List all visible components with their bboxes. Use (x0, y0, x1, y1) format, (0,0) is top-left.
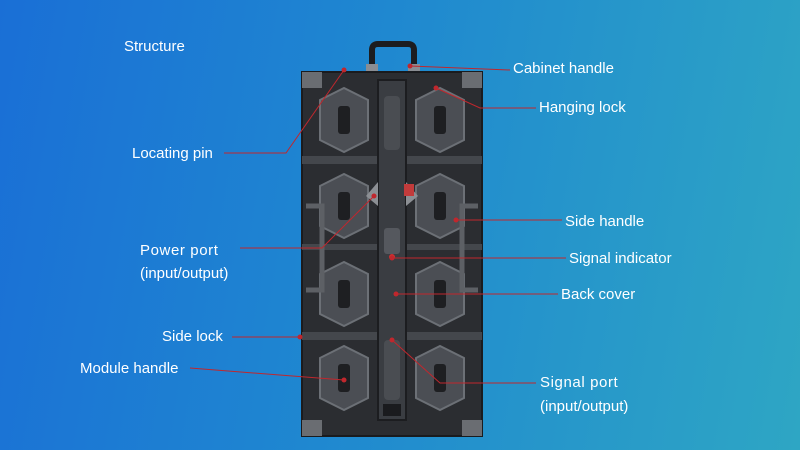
label-power-port-sub: (input/output) (140, 265, 229, 282)
label-side-lock: Side lock (162, 328, 223, 345)
diagram-title: Structure (124, 38, 185, 55)
leader-lines (189, 63, 566, 384)
label-signal-indicator: Signal indicator (569, 250, 672, 267)
label-cabinet-handle: Cabinet handle (513, 60, 614, 77)
module-handles (338, 106, 446, 392)
label-hanging-lock: Hanging lock (539, 99, 626, 116)
power-ports (366, 182, 418, 206)
back-cover (377, 79, 407, 421)
label-module-handle: Module handle (80, 360, 179, 377)
label-power-port: Power port (140, 242, 219, 259)
label-side-handle: Side handle (565, 213, 645, 230)
label-back-cover: Back cover (561, 286, 636, 303)
label-signal-port: Signal port (540, 374, 619, 391)
label-locating-pin: Locating pin (132, 145, 213, 162)
label-signal-port-sub: (input/output) (540, 398, 629, 415)
